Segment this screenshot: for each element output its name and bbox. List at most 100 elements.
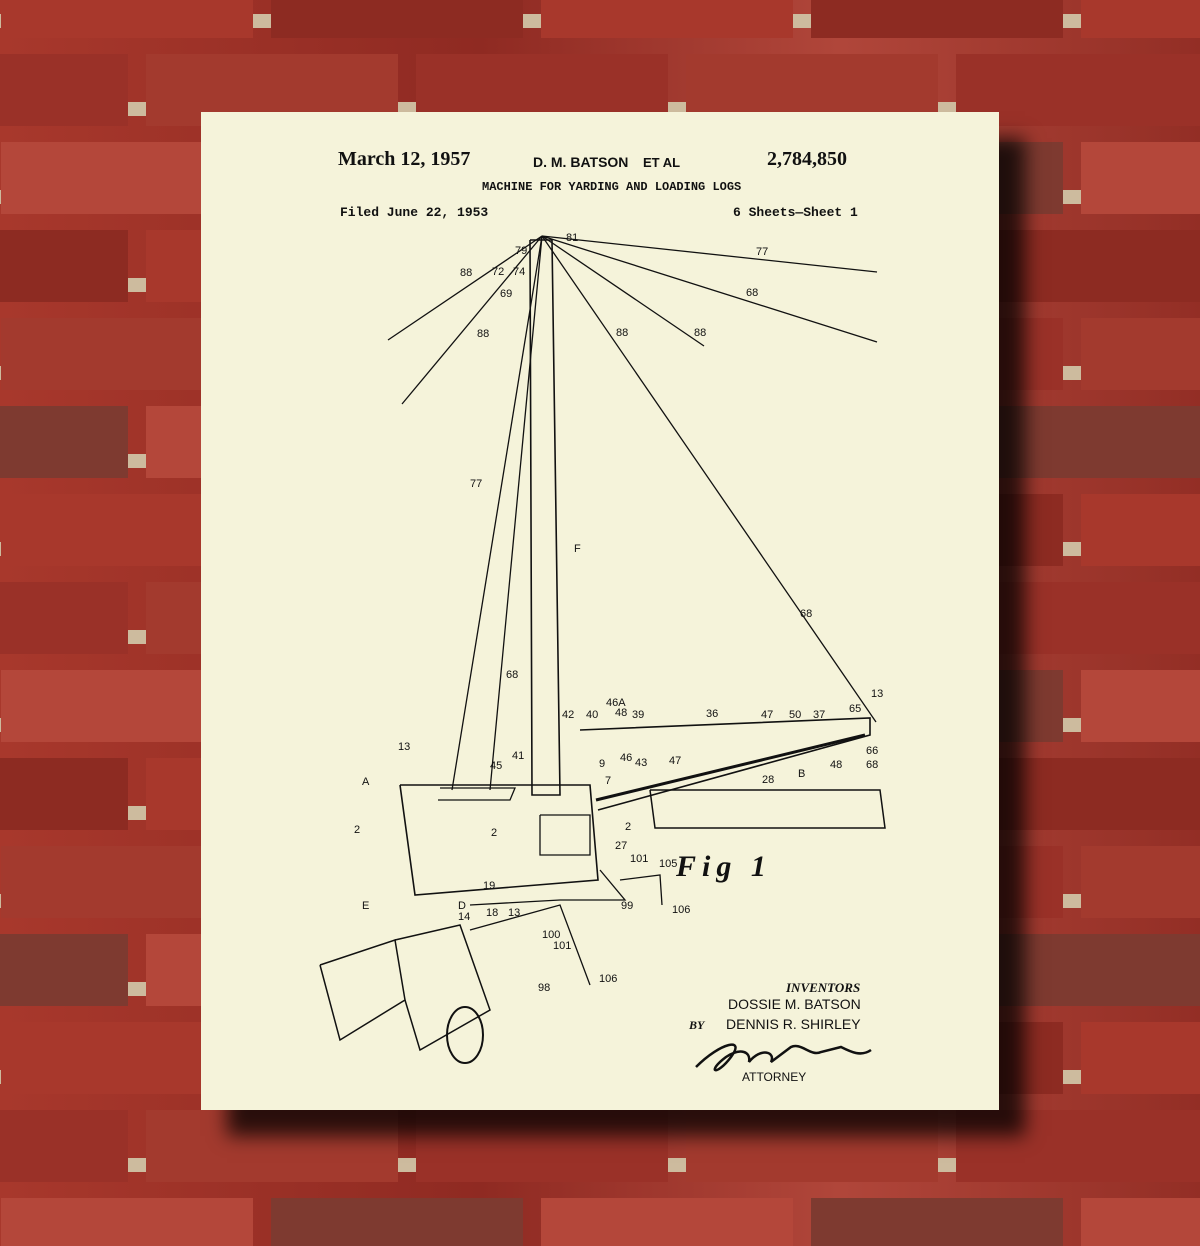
brick [0, 230, 128, 302]
reference-label: 77 [470, 478, 482, 490]
brick [811, 1198, 1063, 1246]
inventors-heading: INVENTORS [786, 980, 861, 995]
reference-label: 68 [746, 287, 758, 299]
reference-label: 105 [659, 858, 677, 870]
cable-line [541, 235, 705, 347]
reference-label: 68 [866, 759, 878, 771]
reference-label: 28 [762, 774, 774, 786]
reference-label: 2 [625, 821, 631, 833]
brick [1081, 1198, 1200, 1246]
brick [0, 1110, 128, 1182]
reference-label: 79 [515, 245, 527, 257]
reference-label: 106 [672, 904, 690, 916]
cab-window [539, 814, 591, 856]
reference-label: E [362, 900, 369, 912]
reference-label: 37 [813, 709, 825, 721]
reference-label: 13 [871, 688, 883, 700]
brick [271, 0, 523, 38]
reference-label: 43 [635, 757, 647, 769]
cable-line [489, 235, 543, 791]
brick [0, 934, 128, 1006]
reference-label: 100 [542, 929, 560, 941]
reference-label: B [798, 768, 805, 780]
inventor-1: DOSSIE M. BATSON [728, 996, 861, 1012]
cable-line [451, 235, 543, 791]
reference-label: 88 [694, 327, 706, 339]
reference-label: 41 [512, 750, 524, 762]
reference-label: 88 [460, 267, 472, 279]
reference-label: 66 [866, 745, 878, 757]
reference-label: 40 [586, 709, 598, 721]
reference-label: 13 [398, 741, 410, 753]
reference-label: 77 [756, 246, 768, 258]
truck-bed [319, 939, 406, 1042]
reference-label: 2 [491, 827, 497, 839]
brick [541, 1198, 793, 1246]
reference-label: 101 [630, 853, 648, 865]
reference-label: 2 [354, 824, 360, 836]
reference-label: 36 [706, 708, 718, 720]
reference-label: 19 [483, 880, 495, 892]
truck-wheel [446, 1006, 484, 1064]
reference-label: 39 [632, 709, 644, 721]
reference-label: 68 [506, 669, 518, 681]
reference-label: 13 [508, 907, 520, 919]
reference-label: 69 [500, 288, 512, 300]
patent-date: March 12, 1957 [338, 148, 471, 170]
reference-label: 50 [789, 709, 801, 721]
attorney-label: ATTORNEY [742, 1070, 807, 1084]
reference-label: F [574, 543, 581, 555]
brick [1081, 318, 1200, 390]
brick [541, 0, 793, 38]
reference-label: 46A [606, 697, 626, 709]
cab-body [399, 784, 599, 896]
reference-label: 48 [830, 759, 842, 771]
brick [1081, 142, 1200, 214]
reference-label: 47 [761, 709, 773, 721]
brick [1, 0, 253, 38]
reference-label: 45 [490, 760, 502, 772]
reference-label: A [362, 776, 370, 788]
boom-lattice [595, 733, 866, 802]
brick [1, 1198, 253, 1246]
mast [529, 239, 561, 796]
brick [0, 758, 128, 830]
brick [1081, 670, 1200, 742]
reference-label: 27 [615, 840, 627, 852]
reference-label: D [458, 900, 466, 912]
brick [686, 1110, 938, 1182]
inventor-header: D. M. BATSON [533, 154, 629, 170]
brick [0, 54, 128, 126]
reference-label: 88 [616, 327, 628, 339]
brick [271, 1198, 523, 1246]
reference-label: 101 [553, 940, 571, 952]
brick [811, 0, 1063, 38]
figure-label: Fig 1 [676, 850, 772, 883]
brick [416, 1110, 668, 1182]
cab-roof-deck [438, 787, 516, 801]
reference-label: 42 [562, 709, 574, 721]
patent-number: 2,784,850 [767, 148, 847, 170]
cable-line [541, 235, 878, 343]
truck-cab [394, 924, 491, 1052]
by-label: BY [689, 1018, 705, 1032]
reference-label: 99 [621, 900, 633, 912]
outrigger-right [619, 874, 663, 906]
log [649, 789, 886, 829]
reference-label: 18 [486, 907, 498, 919]
boom [579, 717, 871, 811]
reference-label: 7 [605, 775, 611, 787]
reference-label: 81 [566, 232, 578, 244]
outrigger-arm [469, 904, 591, 986]
brick [146, 1110, 398, 1182]
sheet-info: 6 Sheets—Sheet 1 [733, 205, 858, 220]
brick [0, 406, 128, 478]
brick [956, 1110, 1200, 1182]
patent-title: MACHINE FOR YARDING AND LOADING LOGS [482, 180, 742, 194]
cable-line [541, 235, 877, 723]
brick [1081, 1022, 1200, 1094]
reference-label: 14 [458, 911, 470, 923]
reference-label: 88 [477, 328, 489, 340]
